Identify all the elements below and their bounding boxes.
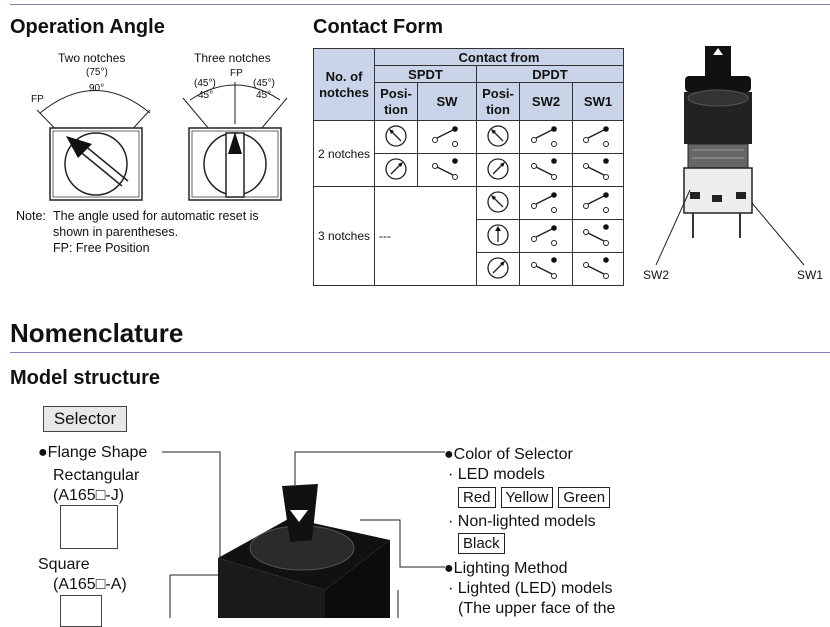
- switch-icon: [519, 153, 573, 187]
- flange-rect-box: [60, 505, 118, 549]
- col-sw: SW: [417, 82, 477, 121]
- non-lighted-label: · Non-lighted models: [448, 513, 596, 530]
- flange-square-label: Square: [38, 556, 90, 573]
- three-right-angle: 45°: [256, 90, 272, 101]
- switch-product-illustration: [655, 46, 805, 266]
- position-icon: [476, 120, 520, 154]
- operation-angle-title: Operation Angle: [10, 16, 165, 38]
- model-structure-title: Model structure: [10, 367, 161, 389]
- note-line-1: The angle used for automatic reset is: [53, 209, 259, 223]
- contact-form-title: Contact Form: [313, 16, 443, 38]
- switch-icon: [519, 219, 573, 253]
- color-tag-black: Black: [458, 533, 505, 554]
- top-rule: [10, 4, 830, 5]
- color-tag-yellow: Yellow: [500, 487, 554, 508]
- col-position-spdt: Posi-tion: [374, 82, 418, 121]
- header-notches: No. of notches: [313, 48, 375, 121]
- col-sw2: SW2: [519, 82, 573, 121]
- lighted-led-label: · Lighted (LED) models: [448, 580, 613, 597]
- led-models-label: · LED models: [448, 466, 545, 483]
- contact-form-table: No. of notches Contact from SPDT DPDT Po…: [313, 48, 624, 286]
- color-tag-green: Green: [558, 487, 611, 508]
- switch-icon: [519, 252, 573, 286]
- header-spdt: SPDT: [374, 65, 477, 83]
- switch-icon: [572, 120, 624, 154]
- flange-square-code: (A165□-A): [53, 576, 127, 593]
- color-heading: ●Color of Selector: [444, 446, 573, 463]
- three-left-reset: (45°): [194, 78, 216, 89]
- row-two-notches: 2 notches: [313, 120, 375, 187]
- lighted-note: (The upper face of the: [458, 600, 616, 617]
- row-three-notches: 3 notches: [313, 186, 375, 286]
- sw2-callout-label: SW2: [643, 268, 670, 282]
- selector-illustration: [162, 451, 445, 618]
- three-right-reset: (45°): [253, 78, 275, 89]
- switch-icon: [572, 219, 624, 253]
- switch-icon: [519, 186, 573, 220]
- non-lighted-color-tags: Black: [458, 533, 510, 554]
- position-icon: [476, 252, 520, 286]
- two-notches-angle: 90°: [89, 83, 105, 94]
- col-sw1: SW1: [572, 82, 624, 121]
- note-label: Note:: [16, 209, 46, 223]
- header-dpdt: DPDT: [476, 65, 624, 83]
- position-icon: [476, 219, 520, 253]
- position-icon: [476, 153, 520, 187]
- note-line-2: shown in parentheses.: [53, 225, 179, 239]
- selector-tag: Selector: [43, 406, 127, 432]
- nomenclature-title: Nomenclature: [10, 318, 184, 348]
- sw1-callout-label: SW1: [797, 268, 824, 282]
- switch-icon: [572, 186, 624, 220]
- two-notches-fp: FP: [31, 94, 44, 105]
- two-notches-reset-angle: (75°): [86, 67, 108, 78]
- switch-icon: [417, 120, 477, 154]
- three-notches-fp: FP: [230, 68, 243, 79]
- flange-rect-code: (A165□-J): [53, 487, 125, 504]
- position-icon: [374, 120, 418, 154]
- switch-icon: [572, 252, 624, 286]
- switch-icon: [519, 120, 573, 154]
- lighting-method-heading: ●Lighting Method: [444, 560, 568, 577]
- flange-square-box: [60, 595, 102, 627]
- position-icon: [374, 153, 418, 187]
- nomenclature-rule: [10, 352, 830, 353]
- col-position-dpdt: Posi-tion: [476, 82, 520, 121]
- flange-rect-label: Rectangular: [53, 467, 140, 484]
- switch-icon: [572, 153, 624, 187]
- operation-angle-diagrams: [36, 82, 288, 201]
- three-notches-spdt-na: ---: [374, 186, 477, 286]
- position-icon: [476, 186, 520, 220]
- color-tag-red: Red: [458, 487, 496, 508]
- three-left-angle: 45°: [198, 90, 214, 101]
- header-contact: Contact from: [374, 48, 624, 66]
- two-notches-label: Two notches: [58, 51, 126, 65]
- note-line-3: FP: Free Position: [53, 241, 150, 255]
- flange-shape-heading: ●Flange Shape: [38, 444, 148, 461]
- switch-icon: [417, 153, 477, 187]
- three-notches-label: Three notches: [194, 51, 271, 65]
